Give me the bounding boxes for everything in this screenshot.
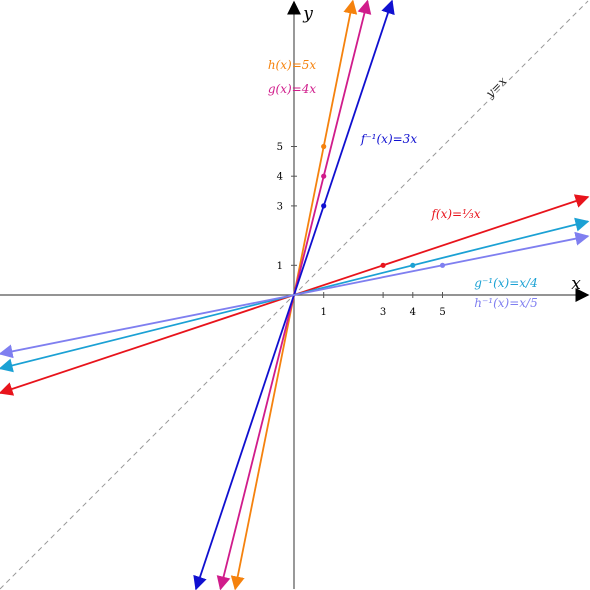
series-label-h-inverse: h⁻¹(x)=x/5 bbox=[474, 296, 538, 310]
y-axis-label: y bbox=[302, 4, 313, 24]
series-label-f-inverse: f⁻¹(x)=3x bbox=[360, 132, 417, 146]
y-tick-label: 3 bbox=[277, 201, 283, 212]
y-tick-label: 4 bbox=[277, 172, 283, 183]
x-tick-label: 1 bbox=[321, 307, 327, 318]
x-tick-label: 5 bbox=[439, 307, 445, 318]
series-label-g: g(x)=4x bbox=[268, 82, 317, 96]
series-point-g bbox=[321, 173, 327, 179]
series-label-f: f(x)=⅓x bbox=[430, 207, 480, 221]
identity-line-label: y=x bbox=[482, 74, 509, 101]
series-line-h-inverse bbox=[0, 231, 590, 359]
series-label-h: h(x)=5x bbox=[268, 58, 317, 72]
series-point-h bbox=[321, 143, 327, 150]
y-tick-label: 5 bbox=[277, 142, 283, 153]
series-point-f-inverse bbox=[321, 203, 327, 209]
series-label-g-inverse: g⁻¹(x)=x/4 bbox=[474, 276, 537, 290]
x-axis-label: x bbox=[571, 274, 581, 294]
y-tick-label: 1 bbox=[277, 261, 283, 272]
series-point-h-inverse bbox=[439, 262, 446, 268]
series-point-g-inverse bbox=[410, 262, 416, 268]
x-tick-label: 4 bbox=[410, 307, 416, 318]
x-tick-label: 3 bbox=[380, 307, 386, 318]
series-point-f bbox=[380, 262, 386, 268]
